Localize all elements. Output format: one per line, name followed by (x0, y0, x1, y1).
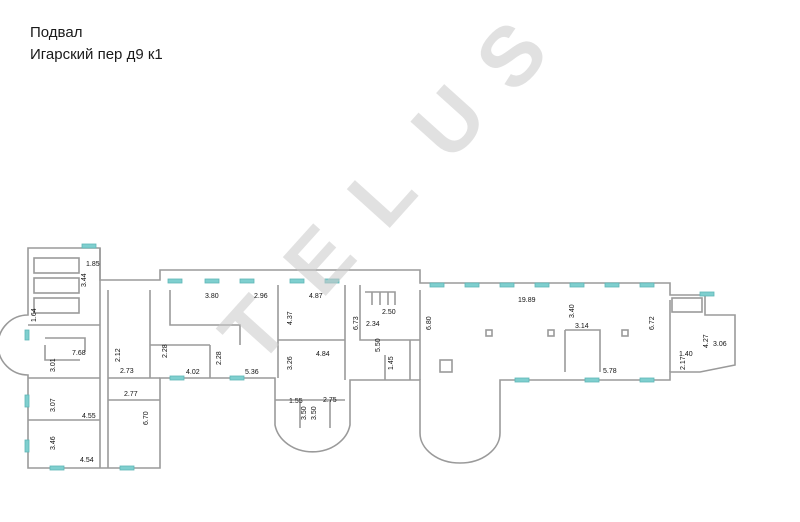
windows (24, 243, 715, 471)
dim-label: 4.84 (316, 351, 330, 358)
watermark-letter: L (330, 143, 434, 244)
dim-label: 3.07 (50, 398, 57, 412)
dim-label: 2.77 (124, 391, 138, 398)
dim-label: 2.28 (162, 344, 169, 358)
dim-label: 19.89 (518, 297, 536, 304)
dim-label: 3.14 (575, 323, 589, 330)
dim-label: 4.37 (287, 311, 294, 325)
dimension-labels: 1.85 3.44 1.64 7.68 3.01 2.12 2.73 3.07 … (31, 261, 727, 464)
dim-label: 4.02 (186, 369, 200, 376)
dim-label: 3.50 (311, 406, 318, 420)
dim-label: 5.50 (375, 338, 382, 352)
dim-label: 4.55 (82, 413, 96, 420)
dim-label: 5.78 (603, 368, 617, 375)
dim-label: 4.87 (309, 293, 323, 300)
dim-label: 6.72 (649, 316, 656, 330)
dim-label: 1.45 (388, 356, 395, 370)
dim-label: 2.28 (216, 351, 223, 365)
dim-label: 1.85 (86, 261, 100, 268)
dim-label: 2.17 (680, 356, 687, 370)
dim-label: 1.40 (679, 351, 693, 358)
address-title: Игарский пер д9 к1 (30, 46, 163, 63)
dim-label: 2.12 (115, 348, 122, 362)
dim-label: 2.75 (323, 397, 337, 404)
dim-label: 6.70 (143, 411, 150, 425)
dim-label: 3.01 (50, 358, 57, 372)
dim-label: 5.36 (245, 369, 259, 376)
dim-label: 3.50 (301, 406, 308, 420)
floor-title: Подвал (30, 24, 83, 41)
dim-label: 3.46 (50, 436, 57, 450)
dim-label: 3.40 (569, 304, 576, 318)
dim-label: 4.27 (703, 334, 710, 348)
dim-label: 3.26 (287, 356, 294, 370)
dim-label: 7.68 (72, 350, 86, 357)
dim-label: 1.64 (31, 308, 38, 322)
watermark-letter: S (458, 4, 565, 109)
dim-label: 3.44 (81, 273, 88, 287)
dim-label: 6.80 (426, 316, 433, 330)
dim-label: 2.96 (254, 293, 268, 300)
dim-label: 2.73 (120, 368, 134, 375)
dim-label: 2.34 (366, 321, 380, 328)
dim-label: 1.55 (289, 398, 303, 405)
dim-label: 4.54 (80, 457, 94, 464)
walls (0, 247, 736, 469)
dim-label: 6.73 (353, 316, 360, 330)
dim-label: 3.80 (205, 293, 219, 300)
watermark-letter: U (394, 68, 504, 176)
dim-label: 3.06 (713, 341, 727, 348)
dim-label: 2.50 (382, 309, 396, 316)
